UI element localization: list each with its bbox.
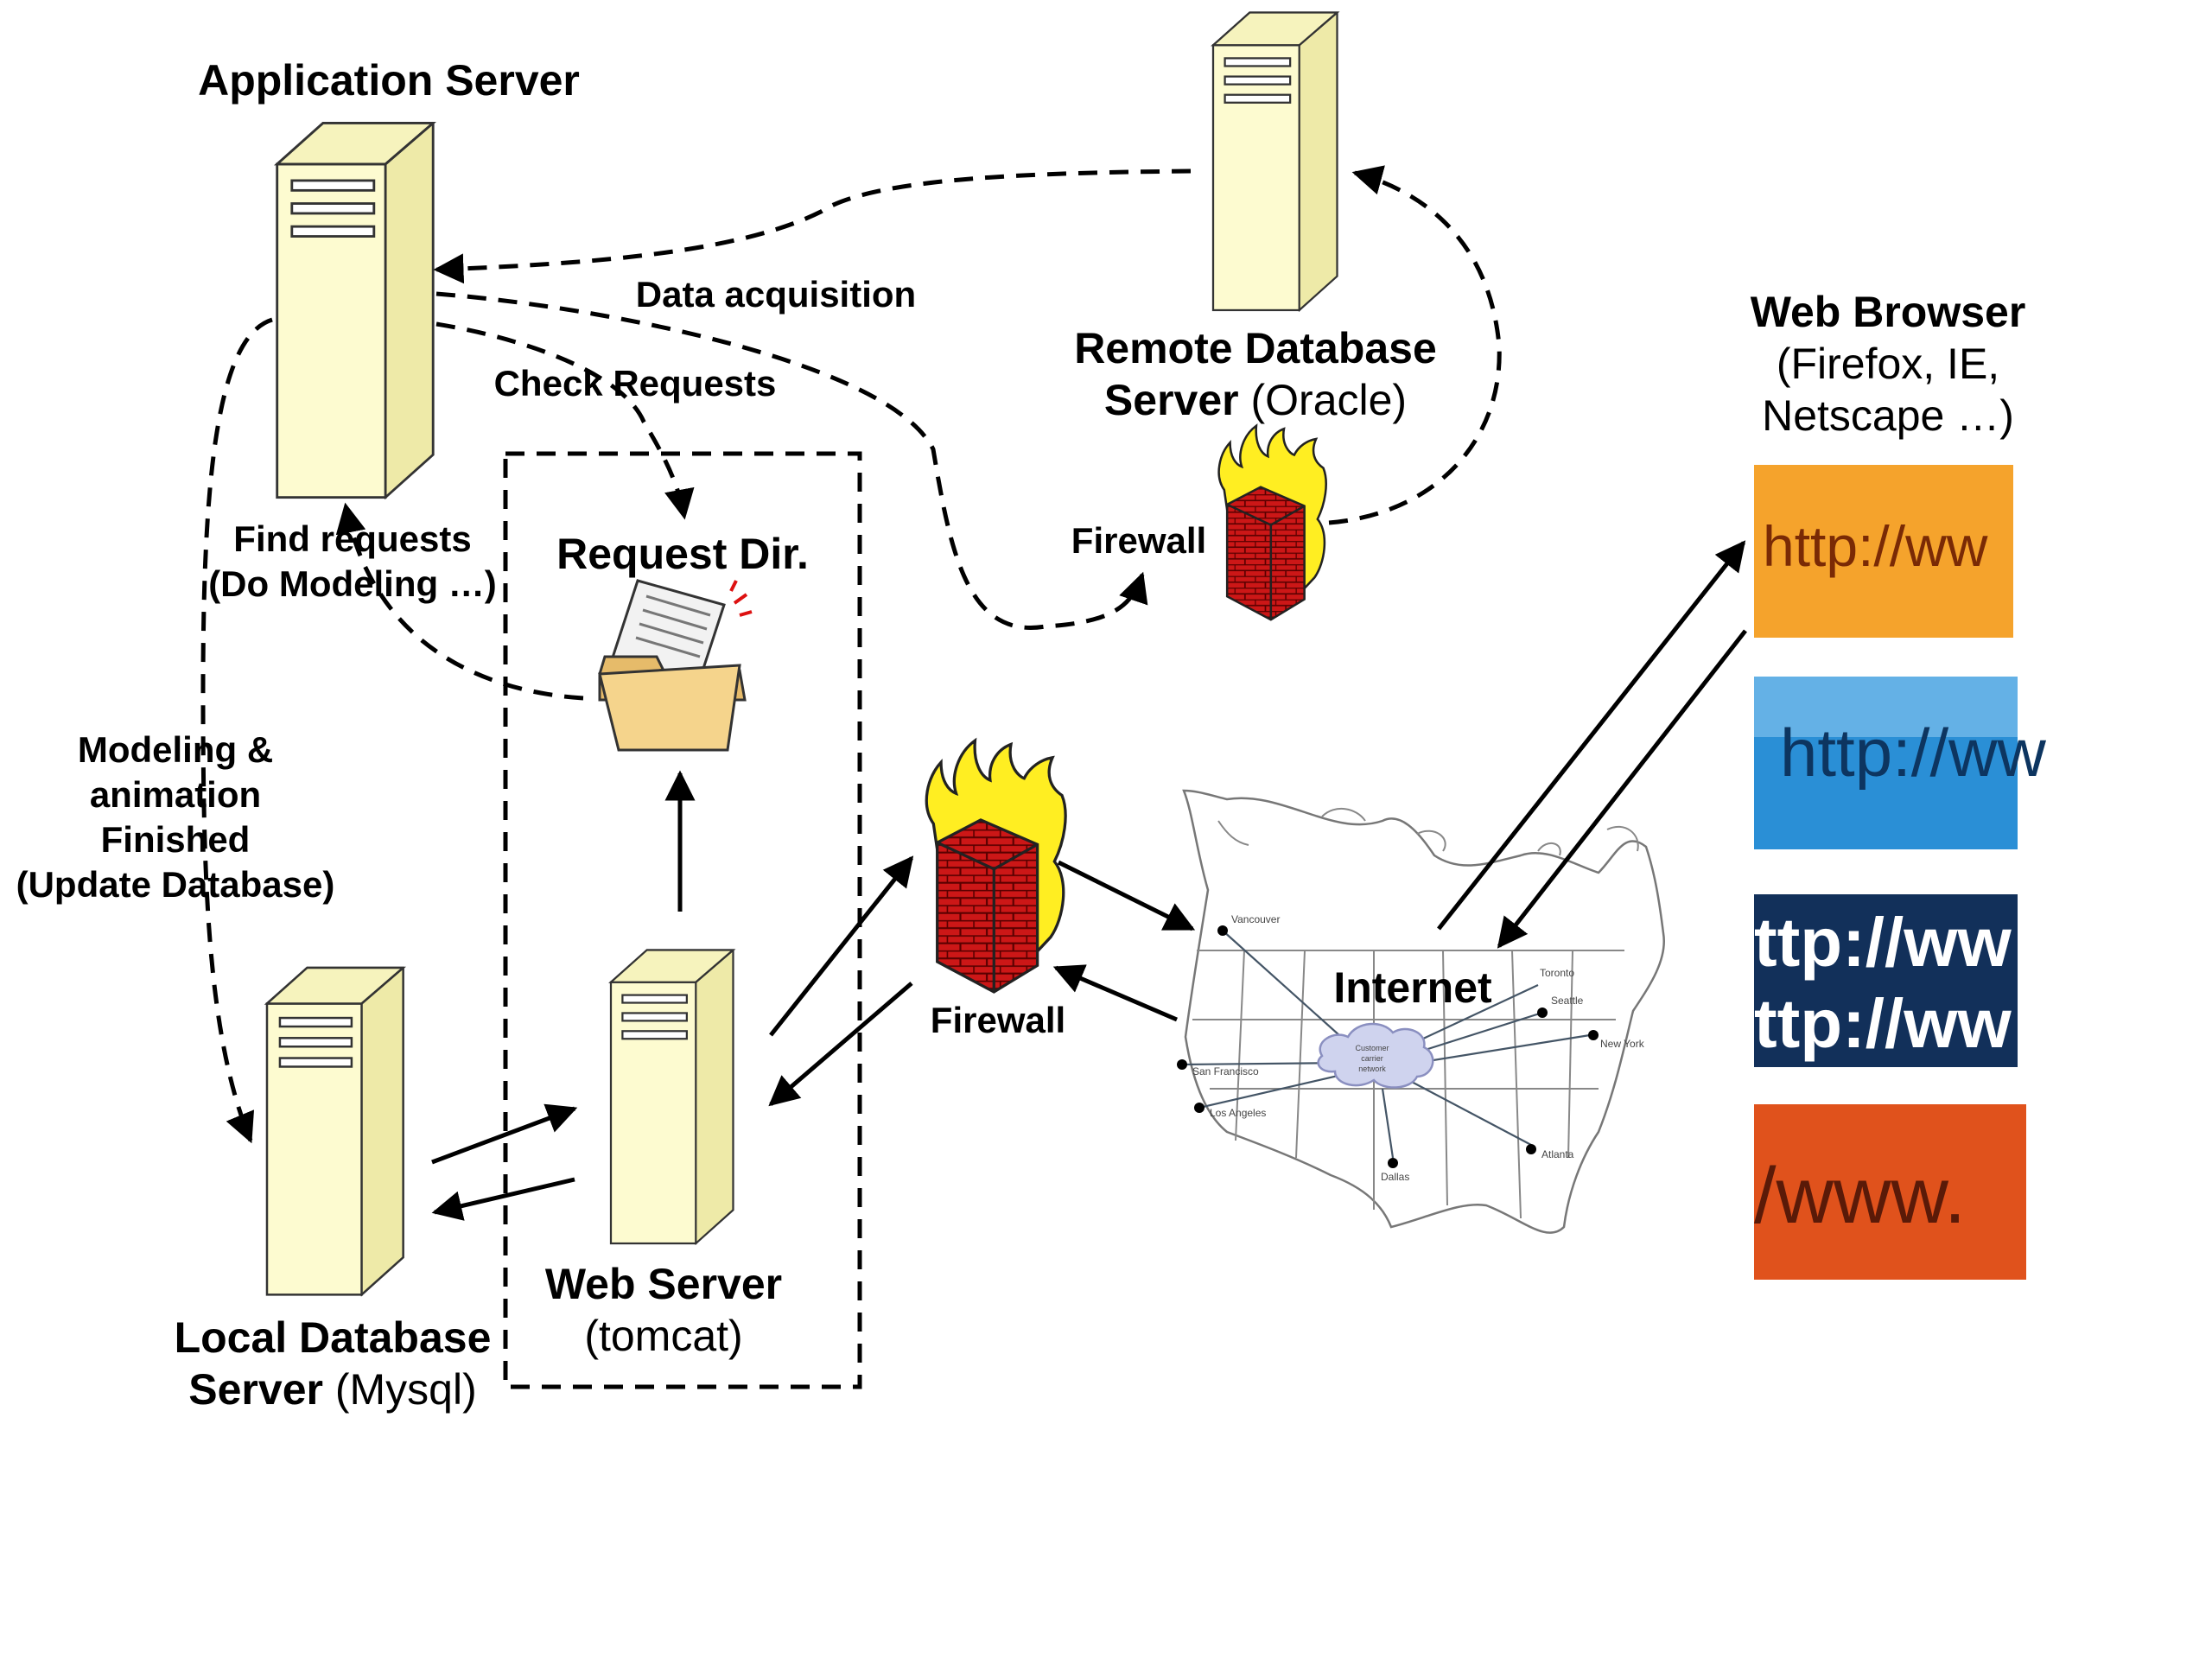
map-labels: Vancouver Seattle San Francisco Los Ange… xyxy=(1192,913,1645,1183)
web-browser-title: Web Browser xyxy=(1751,288,2026,336)
web-server-title: Web Server xyxy=(545,1260,782,1308)
internet-label: Internet xyxy=(1333,963,1492,1012)
cloud-label-2: carrier xyxy=(1361,1054,1383,1063)
browser-tile-text-3b: ttp://ww xyxy=(1754,985,2012,1062)
network-lines xyxy=(1181,930,1591,1159)
map-label-los-angeles: Los Angeles xyxy=(1210,1107,1266,1119)
update-database-arrow xyxy=(200,317,273,1144)
map-label-san-francisco: San Francisco xyxy=(1192,1065,1259,1077)
find-requests-label-1: Find requests xyxy=(233,518,471,559)
local-database-server-icon xyxy=(265,966,405,1296)
solid-flows xyxy=(431,540,1747,1221)
remote-database-title: Remote Database xyxy=(1074,324,1437,372)
web-browser-line3: Netscape …) xyxy=(1762,391,2014,440)
firewall-main-label: Firewall xyxy=(931,1000,1065,1040)
application-server-title: Application Server xyxy=(198,56,580,105)
browser-tiles: http://ww http://ww ttp://ww ttp://ww /w… xyxy=(1754,465,2046,1280)
cloud-label-3: network xyxy=(1358,1065,1386,1073)
map-label-dallas: Dallas xyxy=(1381,1171,1409,1183)
map-label-vancouver: Vancouver xyxy=(1231,913,1280,925)
map-label-atlanta: Atlanta xyxy=(1541,1148,1574,1160)
modeling-label-3: Finished xyxy=(101,819,251,860)
web-browser-line2: (Firefox, IE, xyxy=(1777,340,1999,388)
map-label-seattle: Seattle xyxy=(1551,995,1584,1007)
folder-icon xyxy=(598,579,753,752)
local-database-title: Local Database xyxy=(175,1313,492,1362)
local-database-name: Server (Mysql) xyxy=(188,1365,476,1414)
browser-tile-text-3a: ttp://ww xyxy=(1754,904,2012,981)
check-requests-arrow xyxy=(435,321,695,520)
firewall-remote-label: Firewall xyxy=(1071,520,1206,561)
internet-to-firewall-arrow xyxy=(1052,964,1178,1022)
find-requests-label-2: (Do Modeling …) xyxy=(208,563,497,604)
web-to-local-arrow xyxy=(431,1177,575,1221)
remote-database-server-icon xyxy=(1211,11,1338,312)
remote-database-name: Server (Oracle) xyxy=(1104,376,1407,424)
cloud-icon xyxy=(1317,1022,1434,1089)
modeling-label-1: Modeling & xyxy=(78,729,273,770)
web-server-icon xyxy=(609,949,734,1245)
request-dir-title: Request Dir. xyxy=(556,530,809,578)
firewall-main-icon xyxy=(925,739,1067,994)
browser-tile-1 xyxy=(1754,465,2013,638)
data-acquisition-label: Data acquisition xyxy=(636,274,916,315)
data-to-firewall-arrow xyxy=(435,291,1148,630)
firewall-to-web-arrow xyxy=(768,982,913,1107)
browser-tile-3 xyxy=(1754,894,2018,1067)
browser-tile-4 xyxy=(1754,1104,2026,1280)
browser-to-internet-arrow xyxy=(1497,629,1747,949)
cloud-label-1: Customer xyxy=(1355,1044,1389,1052)
firewall-to-remote-arrow xyxy=(1328,165,1502,525)
modeling-label-2: animation xyxy=(90,774,261,815)
dashed-flows xyxy=(200,165,1502,1144)
web-server-subtitle: (tomcat) xyxy=(584,1312,742,1360)
find-requests-arrow xyxy=(335,502,584,701)
browser-tile-text-1: http://ww xyxy=(1763,514,1988,578)
application-server-icon xyxy=(276,121,435,499)
browser-tile-text-4: /www. xyxy=(1754,1152,1966,1240)
internet-to-browser-arrow xyxy=(1437,540,1746,931)
firewall-to-internet-arrow xyxy=(1057,860,1196,931)
network-nodes xyxy=(1177,925,1599,1168)
data-acquisition-arrow xyxy=(433,168,1192,284)
map-label-new-york: New York xyxy=(1600,1038,1645,1050)
modeling-label-4: (Update Database) xyxy=(16,864,335,905)
firewall-remote-icon xyxy=(1217,424,1328,621)
browser-tile-text-2: http://ww xyxy=(1780,715,2046,791)
local-to-web-arrow xyxy=(431,1103,578,1165)
web-to-firewall-arrow xyxy=(769,855,914,1037)
north-america-map xyxy=(1177,789,1666,1234)
check-requests-label: Check Requests xyxy=(494,363,777,404)
map-label-toronto: Toronto xyxy=(1540,967,1574,979)
